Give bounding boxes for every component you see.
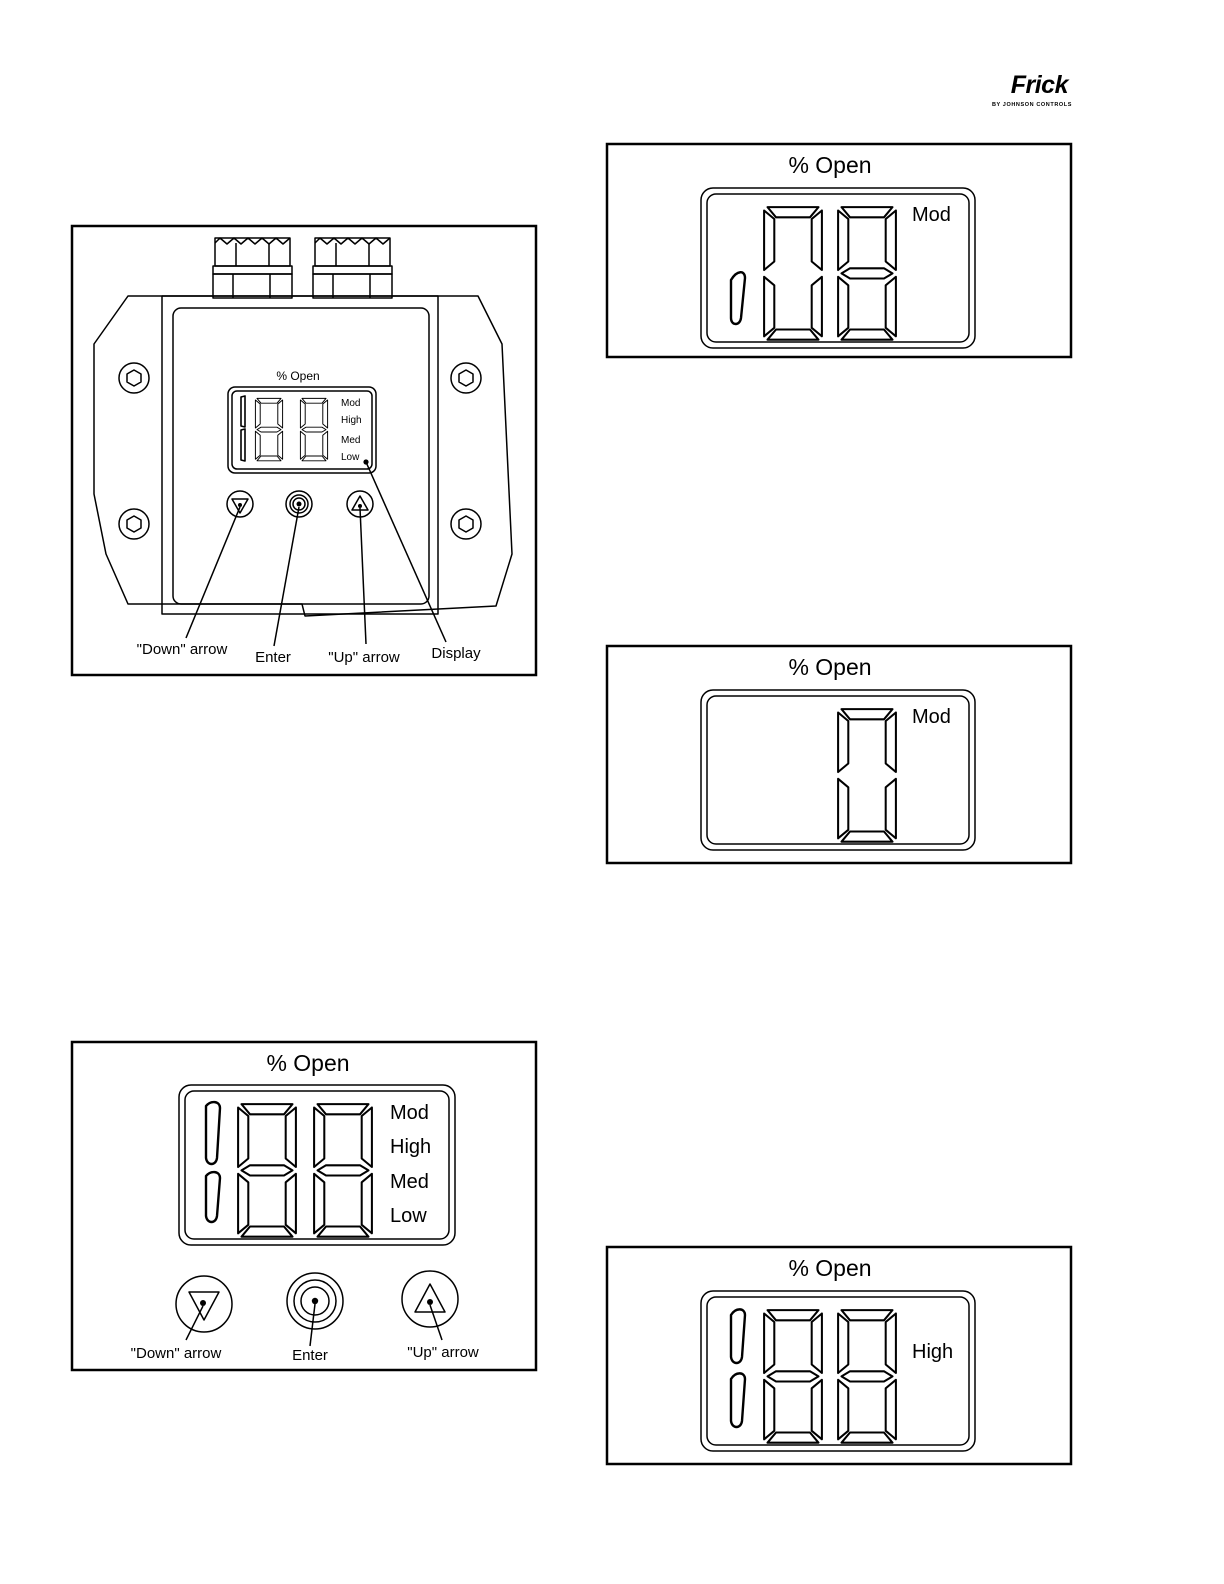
lcd-title: % Open <box>788 654 871 680</box>
lcd-mode-label: Mod <box>912 204 951 226</box>
keypad-drawing: % Open Mod High Med Low <box>70 1040 538 1372</box>
enter-button[interactable] <box>286 491 312 517</box>
lcd-mode-label: High <box>912 1341 953 1363</box>
logo-brand: Frick <box>986 72 1072 98</box>
mode-label: High <box>390 1136 431 1158</box>
callout-down-arrow: "Down" arrow <box>137 641 228 658</box>
callout-enter: Enter <box>255 649 291 666</box>
figure-valve-controller: % Open Mod High Med Low <box>70 224 538 677</box>
label-up-arrow: "Up" arrow <box>407 1344 479 1361</box>
logo-tagline: BY JOHNSON CONTROLS <box>986 102 1072 108</box>
lcd-drawing: % Open Mod <box>605 644 1073 865</box>
lcd-drawing: % Open Mod <box>605 142 1073 359</box>
mode-label: High <box>341 415 362 426</box>
lcd-title: % Open <box>788 1255 871 1281</box>
mode-label: Med <box>341 435 360 446</box>
lcd-mode-label: Mod <box>912 706 951 728</box>
frick-logo: Frick BY JOHNSON CONTROLS <box>986 72 1072 112</box>
valve-controller-drawing: % Open Mod High Med Low <box>70 224 538 677</box>
mode-label: Low <box>341 452 360 463</box>
figure-lcd-mod-two-digit: % Open Mod <box>605 142 1073 359</box>
display-title: % Open <box>276 369 319 383</box>
figure-lcd-mod-zero: % Open Mod <box>605 644 1073 865</box>
mode-label: Low <box>390 1205 427 1227</box>
label-down-arrow: "Down" arrow <box>131 1345 222 1362</box>
lcd-drawing: % Open High <box>605 1245 1073 1466</box>
mode-label: Mod <box>390 1102 429 1124</box>
label-enter: Enter <box>292 1347 328 1364</box>
callout-display: Display <box>431 645 481 662</box>
lcd-title: % Open <box>788 152 871 178</box>
display-title: % Open <box>266 1050 349 1076</box>
callout-up-arrow: "Up" arrow <box>328 649 400 666</box>
mode-label: Mod <box>341 398 360 409</box>
figure-lcd-high: % Open High <box>605 1245 1073 1466</box>
figure-keypad: % Open Mod High Med Low <box>70 1040 538 1372</box>
mode-label: Med <box>390 1171 429 1193</box>
